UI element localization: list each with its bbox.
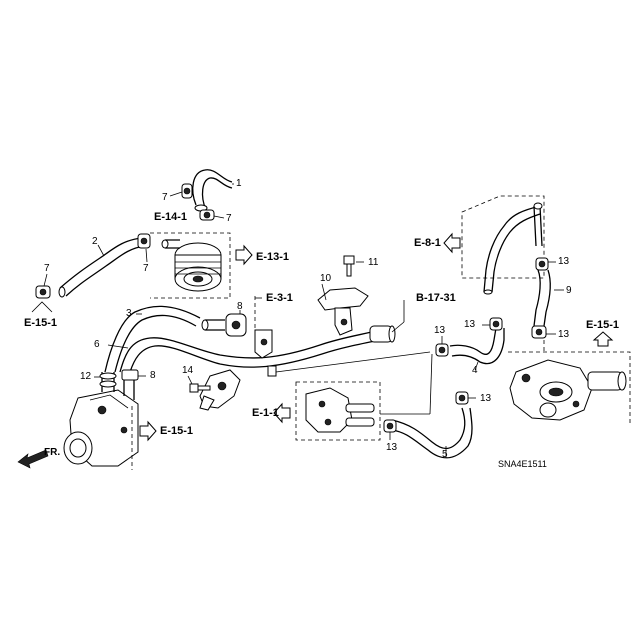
label-part-5: 5 [442, 449, 448, 460]
e15-1-bottom-arrow [139, 420, 157, 442]
label-part-6: 6 [94, 339, 100, 350]
e15-1-right-box [508, 351, 631, 424]
thermostat-housing [305, 387, 375, 433]
label-part-13-hose4-right: 13 [464, 319, 476, 330]
e15-1-right-arrow [592, 331, 614, 347]
ref-e15-1-bottom: E-15-1 [160, 425, 194, 437]
clamp-7-top [181, 183, 193, 199]
ref-e15-1-right: E-15-1 [586, 319, 620, 331]
bracket-e3-1 [254, 329, 273, 359]
label-part-2: 2 [92, 236, 98, 247]
label-part-13-mid: 13 [480, 393, 492, 404]
clamp-7-left [35, 285, 51, 299]
e1-1-arrow [273, 402, 291, 424]
bracket-part-10 [317, 287, 369, 336]
pipe-end-fitting [369, 325, 396, 343]
leader-7-right [213, 215, 225, 219]
label-part-12: 12 [80, 371, 92, 382]
ref-e15-1-left: E-15-1 [24, 317, 58, 329]
leader-4-v [429, 353, 433, 415]
right-water-outlet [509, 359, 627, 421]
e15-1-left-arrow [31, 301, 53, 313]
front-arrow-icon [17, 449, 49, 469]
bolt-part-11 [343, 255, 355, 277]
e13-1-box [150, 232, 231, 299]
label-part-10: 10 [320, 273, 332, 284]
pipe-part-6 [119, 329, 381, 373]
oil-cooler [174, 242, 222, 292]
label-part-7-right: 7 [226, 213, 232, 224]
hose-part-1 [192, 169, 233, 212]
leader-14 [187, 375, 193, 385]
label-part-8-upper: 8 [237, 301, 243, 312]
label-part-4: 4 [472, 365, 478, 376]
e8-1-arrow [443, 232, 461, 254]
clamp-7-hose2 [137, 233, 151, 249]
e13-1-arrow [235, 244, 253, 266]
label-part-13-hose4-left: 13 [434, 325, 446, 336]
label-part-3: 3 [126, 308, 132, 319]
label-part-13-hose9-bottom: 13 [558, 329, 570, 340]
clamp-8-lower [121, 369, 139, 381]
clamp-13-hose9-bottom [531, 325, 547, 339]
hose-part-9 [533, 269, 551, 327]
clamp-13-hose4-right [489, 317, 503, 331]
ref-e8-1: E-8-1 [414, 237, 441, 249]
label-part-14: 14 [182, 365, 194, 376]
leader-7-top [169, 191, 183, 197]
clamp-13-mid [455, 391, 469, 405]
label-part-7-hose2: 7 [143, 263, 149, 274]
ref-e3-1: E-3-1 [266, 292, 293, 304]
label-part-1: 1 [236, 178, 242, 189]
label-part-13-hose9-top: 13 [558, 256, 570, 267]
label-part-8-lower: 8 [150, 370, 156, 381]
leader-b17-31 [391, 321, 405, 333]
diagram-code: SNA4E1511 [498, 459, 547, 469]
leader-2 [97, 244, 105, 257]
ref-e14-1: E-14-1 [154, 211, 188, 223]
upper-pipe-e8-1 [483, 202, 543, 295]
bracket-pump [199, 369, 241, 411]
clamp-8-upper [225, 313, 247, 337]
label-part-13-bottom: 13 [386, 442, 398, 453]
ref-e1-1: E-1-1 [252, 407, 279, 419]
ref-e13-1: E-13-1 [256, 251, 290, 263]
leader-7-left [43, 273, 48, 287]
leader-6 [107, 344, 129, 349]
clamp-13-hose4-left [435, 343, 449, 357]
e1-1-box [295, 381, 381, 441]
water-pump [63, 389, 139, 467]
clamp-7-right [199, 209, 215, 221]
leader-10 [321, 283, 327, 301]
cooler-nipple [161, 239, 180, 249]
label-part-7-top: 7 [162, 192, 168, 203]
hose-part-2 [58, 237, 146, 298]
clamp-13-hose9-top [535, 257, 549, 271]
leader-7-hose2 [145, 248, 148, 263]
o-ring-part-12 [99, 372, 117, 388]
e8-1-box [461, 195, 545, 279]
bolt-part-14 [189, 383, 211, 393]
front-label: FR. [44, 447, 61, 458]
hose-part-4 [449, 327, 505, 365]
leader-4 [474, 361, 479, 371]
label-part-11: 11 [368, 257, 379, 268]
pipe-connector [267, 365, 277, 377]
leader-pipe-join [275, 351, 431, 373]
hose-stub-8 [201, 319, 225, 331]
pipe-part-3 [104, 305, 201, 373]
ref-b17-31: B-17-31 [416, 292, 456, 304]
label-part-9: 9 [566, 285, 572, 296]
label-part-7-left: 7 [44, 263, 50, 274]
